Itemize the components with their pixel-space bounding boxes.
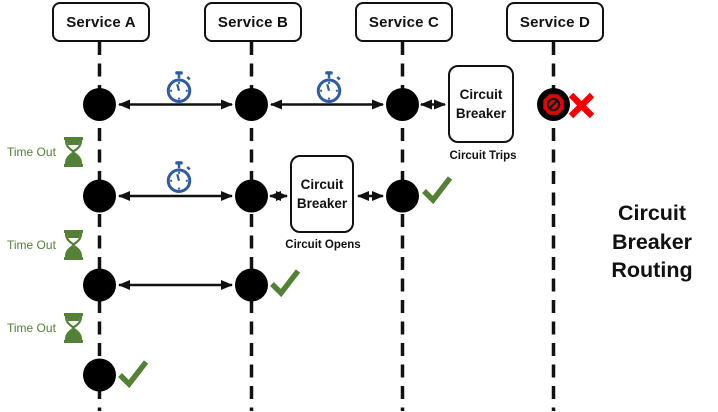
breaker1-line2: Breaker xyxy=(455,106,507,121)
node-row1-service-a xyxy=(83,88,116,121)
timeout-2-label: Time Out xyxy=(7,238,56,252)
timer-icon xyxy=(166,161,192,194)
service-b-label: Service B xyxy=(217,13,289,31)
node-row1-service-c xyxy=(386,88,419,121)
circuit-breaker-box-trips: Circuit Breaker xyxy=(448,65,514,143)
diagram-title: Circuit Breaker Routing xyxy=(611,201,693,282)
node-row2-service-b xyxy=(235,179,268,213)
timeout-3-label: Time Out xyxy=(7,321,56,335)
node-row2-service-a xyxy=(83,179,116,213)
timeout-row-3: Time Out xyxy=(7,311,86,345)
hourglass-icon xyxy=(63,137,83,167)
breaker2-line1: Circuit xyxy=(300,177,344,192)
timer-icon xyxy=(166,71,192,104)
hourglass-icon xyxy=(63,230,83,260)
service-a-box: Service A xyxy=(52,2,150,42)
service-d-box: Service D xyxy=(506,2,604,42)
service-b-box: Service B xyxy=(204,2,302,42)
circuit-trips-caption: Circuit Trips xyxy=(449,150,517,162)
breaker2-line2: Breaker xyxy=(296,196,348,211)
service-d-label: Service D xyxy=(519,13,591,31)
checkmark-icon xyxy=(422,176,453,204)
node-row1-service-d-blocked xyxy=(537,88,570,121)
service-a-label: Service A xyxy=(66,13,136,31)
checkmark-icon xyxy=(270,269,301,297)
circuit-opens-caption: Circuit Opens xyxy=(285,239,361,251)
breaker1-line1: Circuit xyxy=(459,87,503,102)
timeout-1-label: Time Out xyxy=(7,145,56,159)
timeout-row-1: Time Out xyxy=(7,135,86,169)
node-row1-service-b xyxy=(235,88,268,121)
red-x-icon xyxy=(568,92,595,119)
service-c-box: Service C xyxy=(355,2,453,42)
node-row2-service-c xyxy=(386,179,419,213)
node-row3-service-a xyxy=(83,268,116,302)
timer-icon xyxy=(316,71,342,104)
node-row3-service-b xyxy=(235,268,268,302)
circuit-breaker-box-opens: Circuit Breaker xyxy=(290,155,354,233)
timeout-row-2: Time Out xyxy=(7,228,86,262)
service-c-label: Service C xyxy=(368,13,440,31)
hourglass-icon xyxy=(63,313,83,343)
checkmark-icon xyxy=(118,360,149,388)
node-row4-service-a xyxy=(83,358,116,392)
